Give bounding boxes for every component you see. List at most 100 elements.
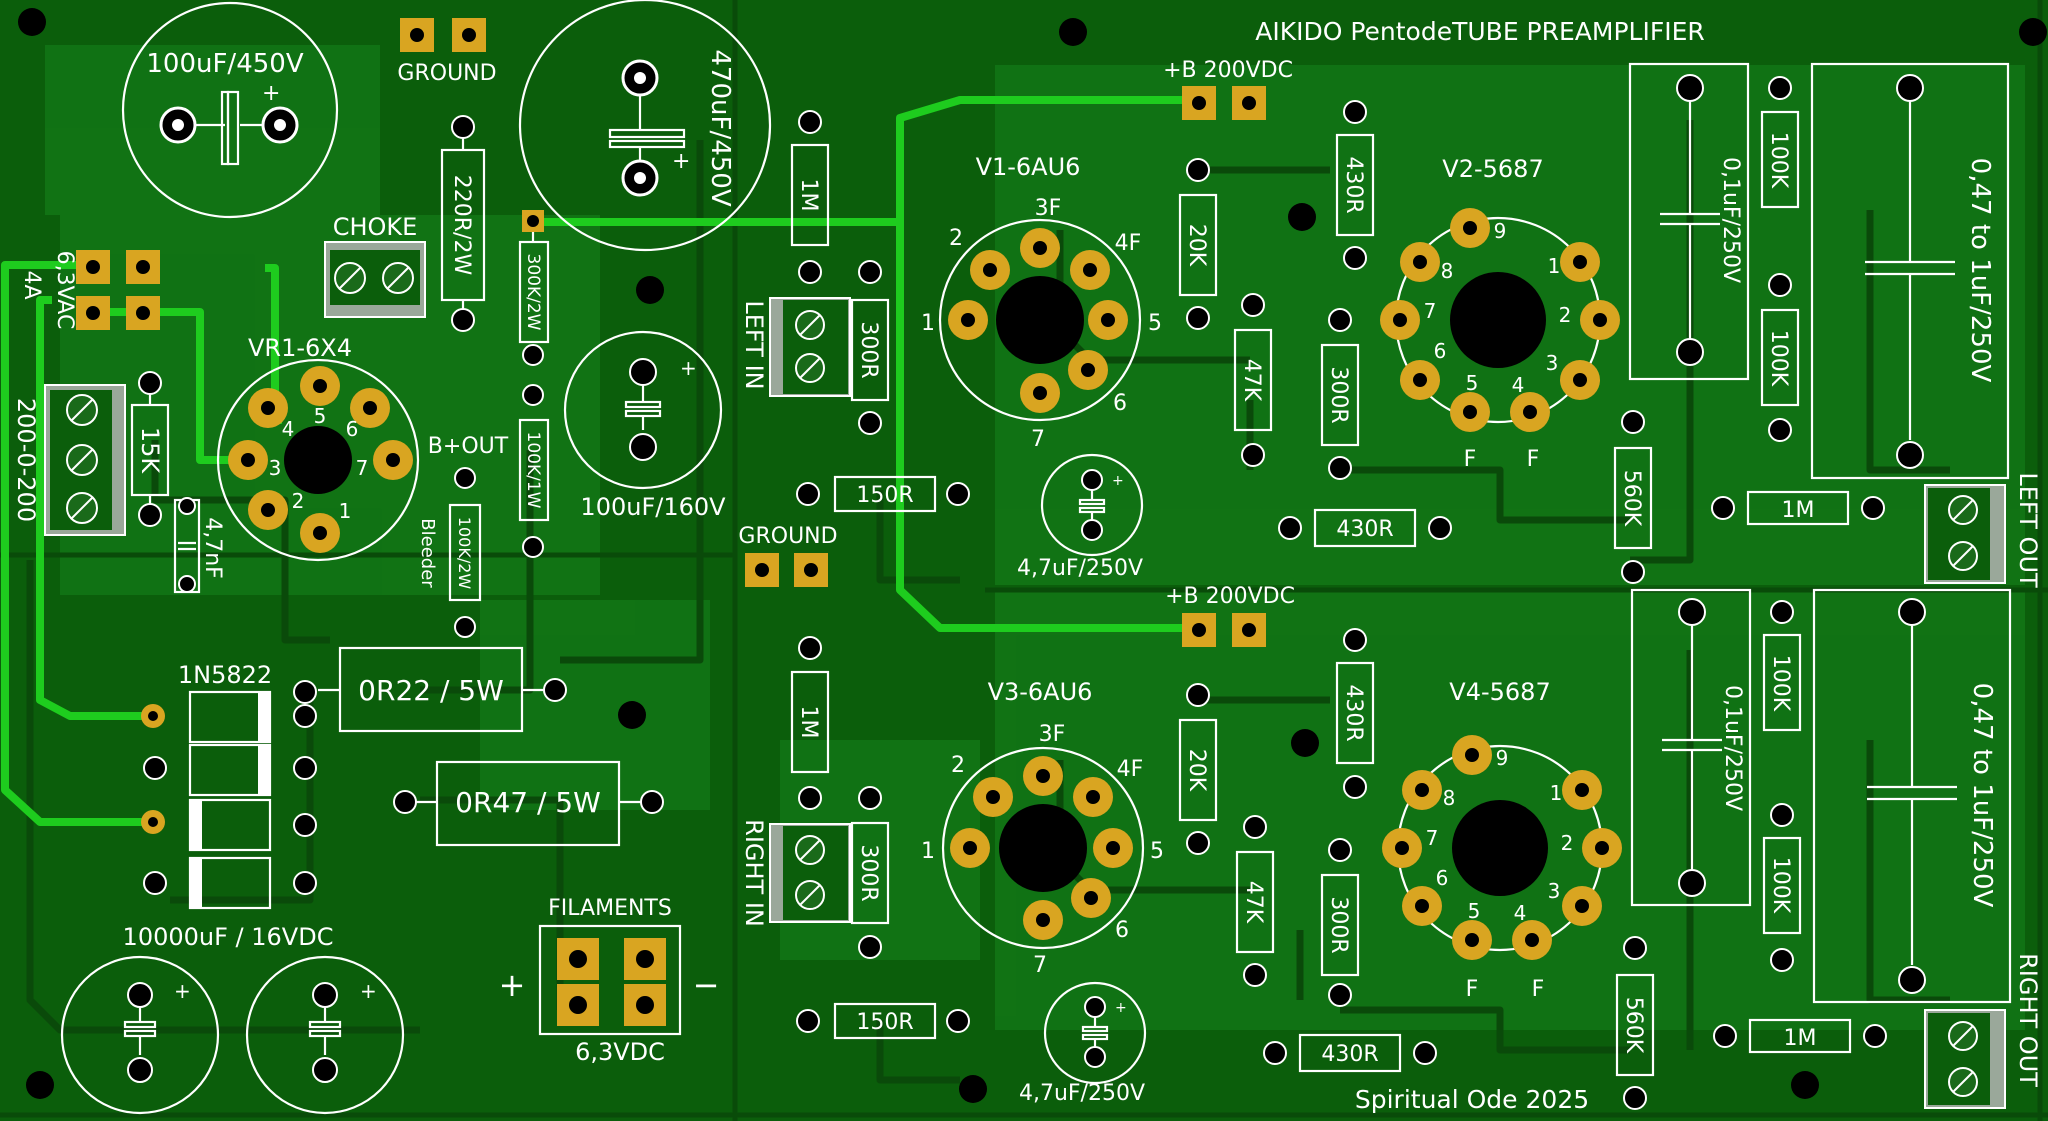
ac-input-63vac: 6,3VAC 4A [19,250,160,330]
filaments-connector: FILAMENTS + − 6,3VDC [499,896,720,1066]
v4-pin-f1: F [1466,977,1479,1002]
ground-mid-label: GROUND [738,524,837,549]
cap-10000-label: 10000uF / 16VDC [123,923,334,951]
diodes-1n5822: 1N5822 [141,661,317,910]
ac-200-label: 200-0-200 [12,398,40,522]
r100k-a-label: 100K [1766,132,1791,189]
resistor-300k-100k-chain: 300K/2W 100K/1W [518,210,550,558]
r47k-r-label: 47K [1241,881,1266,924]
v1-label: V1-6AU6 [976,153,1081,181]
left-out-label: LEFT OUT [2014,472,2042,588]
terminal-block-choke: CHOKE [324,213,426,318]
vr1-pin-1: 1 [339,499,352,523]
v2-pin-7: 7 [1424,299,1437,323]
vr1-pin-3: 3 [269,456,282,480]
resistor-15k: 15K [130,371,170,527]
r430r-h-label: 430R [1336,517,1393,542]
v1-pin-3f: 3F [1035,196,1062,221]
c01uf-label: 0,1uF/250V [1718,157,1743,283]
right-out-label: RIGHT OUT [2014,953,2042,1087]
vr1-pin-4: 4 [282,417,295,441]
r150r-label: 150R [856,483,913,508]
board-credit: Spiritual Ode 2025 [1355,1085,1589,1114]
v4-pin-2: 2 [1561,831,1574,855]
channel-right: +B 200VDC RIGHT IN 1M 300R 150R V3-6AU6 [740,584,2042,1110]
c01uf-r-label: 0,1uF/250V [1720,685,1745,811]
bleeder-resistor: B+OUT 100K/2W Bleeder [417,434,509,638]
tube-socket-vr1: VR1-6X4 5 6 4 3 7 2 1 [216,334,420,562]
svg-text:+: + [1112,473,1124,489]
vr1-pin-5: 5 [314,404,327,428]
v3-pin-1: 1 [921,839,935,864]
svg-text:+: + [680,356,697,380]
res-220r-label: 220R/2W [449,175,474,276]
r150r-r-label: 150R [856,1010,913,1035]
r300r-in-label: 300R [856,321,881,378]
capacitor-100uf-450v: + 100uF/450V [121,1,339,219]
svg-text:+: + [174,979,191,1003]
res-100k1w-label: 100K/1W [523,432,543,509]
v2-pin-1: 1 [1548,254,1561,278]
v4-pin-9: 9 [1496,746,1509,770]
svg-text:+: + [672,149,690,174]
r300r-label: 300R [1326,366,1351,423]
bright-traces [1,96,1200,826]
v1-pin-6: 6 [1113,391,1127,416]
v2-pin-f2: F [1527,447,1540,472]
bleeder-label: Bleeder [417,518,438,588]
r20k-label: 20K [1184,224,1209,267]
r560k-label: 560K [1619,470,1644,527]
r100k-c-label: 100K [1768,655,1793,712]
r100k-d-label: 100K [1768,857,1793,914]
v4-pin-7: 7 [1426,826,1439,850]
ground-pads-mid: GROUND [738,524,838,587]
v2-pin-8: 8 [1441,259,1454,283]
v2-pin-9: 9 [1494,219,1507,243]
ground-pads-top: GROUND [397,18,497,86]
v3-pin-3f: 3F [1039,722,1066,747]
v4-label: V4-5687 [1449,678,1550,706]
capacitor-100uf-160v: + 100uF/160V [563,330,726,521]
cap-100uf-160v-label: 100uF/160V [580,493,726,521]
cap-100uf-label: 100uF/450V [146,49,303,79]
resistor-0r47-5w: 0R47 / 5W [393,760,664,847]
fil-minus-label: − [693,966,720,1004]
r1m-out-r-label: 1M [1784,1026,1817,1051]
fil-dc-label: 6,3VDC [575,1038,665,1066]
capacitor-4-7nf: 4,7nF [173,497,225,594]
svg-text:+: + [1115,1000,1127,1016]
ac-63-label: 6,3VAC [52,251,77,330]
r47k-label: 47K [1239,359,1264,402]
filaments-label: FILAMENTS [548,896,672,921]
v2-pin-2: 2 [1559,303,1572,327]
ground-top-label: GROUND [397,61,496,86]
v4-pin-6: 6 [1436,866,1449,890]
fil-plus-label: + [499,966,526,1004]
r560k-r-label: 560K [1621,997,1646,1054]
vr1-pin-7: 7 [356,456,369,480]
resistor-0r22-5w: 0R22 / 5W [318,646,567,733]
c047-r-label: 0,47 to 1uF/250V [1967,683,1997,908]
v3-pin-5: 5 [1150,839,1164,864]
board-title: AIKIDO PentodeTUBE PREAMPLIFIER [1255,17,1705,46]
v3-pin-4f: 4F [1117,757,1144,782]
r430r-h-r-label: 430R [1321,1042,1378,1067]
vr1-label: VR1-6X4 [248,334,352,362]
v3-pin-7: 7 [1033,953,1047,978]
b200-top-label: +B 200VDC [1163,58,1293,83]
r1m-in-label: 1M [796,179,821,212]
choke-label: CHOKE [333,213,418,241]
v3-label: V3-6AU6 [988,678,1093,706]
r430r-v-label: 430R [1341,156,1366,213]
v1-pin-7: 7 [1031,427,1045,452]
res-100k2w-label: 100K/2W [455,517,474,590]
resistor-220r: 220R/2W [440,115,486,332]
r430r-v-r-label: 430R [1341,684,1366,741]
vr1-pin-6: 6 [346,417,359,441]
diode-label: 1N5822 [178,661,272,689]
svg-text:+: + [262,81,280,106]
v4-pin-f2: F [1532,977,1545,1002]
v2-pin-6: 6 [1434,339,1447,363]
mounting-hole-icon [18,8,2047,1103]
